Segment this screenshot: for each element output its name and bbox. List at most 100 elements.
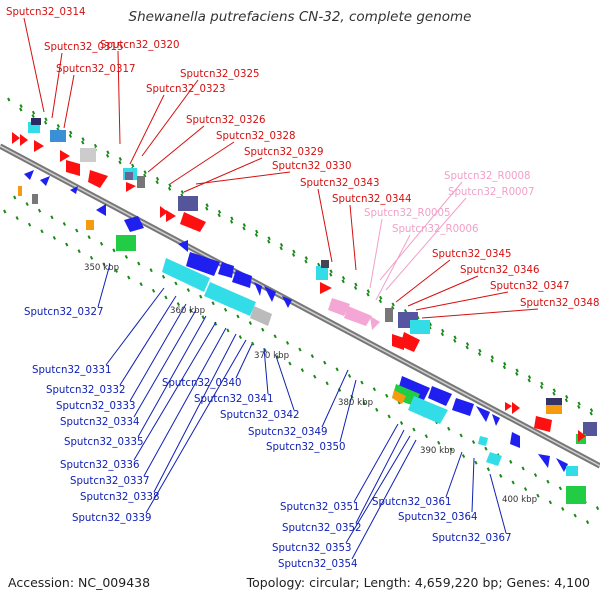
track-tick [279, 246, 283, 251]
track-tick [589, 408, 594, 413]
gene-label[interactable]: Sputcn32_0342 [220, 410, 299, 421]
gene-arrow [178, 240, 188, 252]
track-tick [230, 216, 234, 221]
track-tick [298, 347, 302, 352]
track-tick [52, 235, 56, 240]
gene-label[interactable]: Sputcn32_0329 [244, 147, 323, 158]
track-tick [81, 140, 85, 145]
track-tick [515, 371, 519, 376]
gene-label[interactable]: Sputcn32_0333 [56, 401, 135, 412]
leader-lines-forward [23, 17, 539, 319]
rna-features [328, 298, 380, 330]
track-tick [19, 107, 23, 112]
gene-label[interactable]: Sputcn32_0364 [398, 512, 477, 523]
gene-label[interactable]: Sputcn32_0325 [180, 69, 259, 80]
track-tick [143, 170, 147, 175]
gene-label[interactable]: Sputcn32_0349 [248, 427, 327, 438]
gene-arrow [556, 458, 568, 472]
gene-label[interactable]: Sputcn32_0348 [520, 298, 599, 309]
forward-strand-features [12, 118, 597, 444]
gene-label[interactable]: Sputcn32_0317 [56, 64, 135, 75]
gene-box [385, 308, 393, 322]
leader-line [349, 204, 357, 271]
gene-label[interactable]: Sputcn32_0353 [272, 543, 351, 554]
gene-label[interactable]: Sputcn32_R0008 [444, 171, 531, 182]
track-tick [527, 375, 532, 380]
track-tick [323, 360, 327, 365]
leader-line [129, 94, 165, 165]
track-tick [486, 467, 490, 472]
gene-box [204, 282, 256, 316]
gene-label[interactable]: Sputcn32_0361 [372, 497, 451, 508]
gene-label[interactable]: Sputcn32_0328 [216, 131, 295, 142]
gene-label[interactable]: Sputcn32_0327 [24, 307, 103, 318]
track-tick [242, 223, 246, 228]
track-tick [176, 302, 180, 306]
gene-arrow [398, 376, 430, 400]
kbp-label: 350 kbp [84, 263, 119, 273]
track-tick [31, 114, 35, 119]
gene-label[interactable]: Sputcn32_0350 [266, 442, 345, 453]
gene-label[interactable]: Sputcn32_R0005 [364, 208, 451, 219]
gene-label[interactable]: Sputcn32_0367 [432, 533, 511, 544]
track-tick [595, 506, 600, 511]
gene-label[interactable]: Sputcn32_0315 [44, 42, 123, 53]
gene-label[interactable]: Sputcn32_0323 [146, 84, 225, 95]
track-tick [275, 354, 280, 359]
gene-label[interactable]: Sputcn32_0331 [32, 365, 111, 376]
gene-label[interactable]: Sputcn32_0336 [60, 460, 139, 471]
track-tick [201, 315, 205, 320]
gene-label[interactable]: Sputcn32_R0007 [448, 187, 535, 198]
gene-label[interactable]: Sputcn32_R0006 [392, 224, 479, 235]
gene-label[interactable]: Sputcn32_0341 [194, 394, 273, 405]
gene-label[interactable]: Sputcn32_0332 [46, 385, 125, 396]
gene-label[interactable]: Sputcn32_0346 [460, 265, 539, 276]
gene-label[interactable]: Sputcn32_0339 [72, 513, 151, 524]
accession-label: Accession: NC_009438 [8, 575, 151, 590]
gene-label[interactable]: Sputcn32_0314 [6, 7, 85, 18]
track-tick [161, 274, 166, 279]
track-tick [168, 183, 172, 188]
track-tick [236, 314, 240, 319]
gene-label[interactable]: Sputcn32_0343 [300, 178, 379, 189]
track-tick [478, 348, 482, 353]
track-tick [399, 421, 404, 425]
track-tick [267, 236, 271, 241]
track-tick [540, 381, 544, 386]
gene-arrow [60, 150, 70, 162]
gene-label[interactable]: Sputcn32_0337 [70, 476, 149, 487]
gene-arrow [40, 176, 50, 186]
gene-arrow [186, 252, 220, 276]
gene-label[interactable]: Sputcn32_0338 [80, 492, 159, 503]
gene-label[interactable]: Sputcn32_0351 [280, 502, 359, 513]
track-tick [546, 479, 550, 484]
gene-label[interactable]: Sputcn32_0345 [432, 249, 511, 260]
gene-label[interactable]: Sputcn32_0344 [332, 194, 411, 205]
gene-label[interactable]: Sputcn32_0335 [64, 437, 143, 448]
kbp-label: 380 kbp [338, 398, 373, 408]
gene-label[interactable]: Sputcn32_0326 [186, 115, 265, 126]
gene-arrow [492, 414, 500, 426]
track-tick [366, 292, 370, 297]
gene-arrow [476, 406, 490, 422]
leader-line [23, 17, 45, 113]
gene-label[interactable]: Sputcn32_0347 [490, 281, 569, 292]
leader-line [345, 435, 411, 544]
gene-label[interactable]: Sputcn32_0330 [272, 161, 351, 172]
track-tick [335, 367, 339, 372]
track-tick [477, 352, 482, 356]
track-tick [143, 173, 147, 178]
gene-box [486, 452, 502, 466]
track-tick [56, 123, 60, 128]
gene-label[interactable]: Sputcn32_0352 [282, 523, 361, 534]
gene-label[interactable]: Sputcn32_0334 [60, 417, 139, 428]
track-tick [229, 219, 234, 224]
leader-line [143, 327, 227, 477]
gene-label[interactable]: Sputcn32_0340 [162, 378, 241, 389]
gene-arrow [124, 216, 144, 232]
leader-line [445, 451, 463, 498]
kbp-label: 370 kbp [254, 351, 289, 361]
gene-label[interactable]: Sputcn32_0354 [278, 559, 357, 570]
gene-label[interactable]: Sputcn32_0320 [100, 40, 179, 51]
